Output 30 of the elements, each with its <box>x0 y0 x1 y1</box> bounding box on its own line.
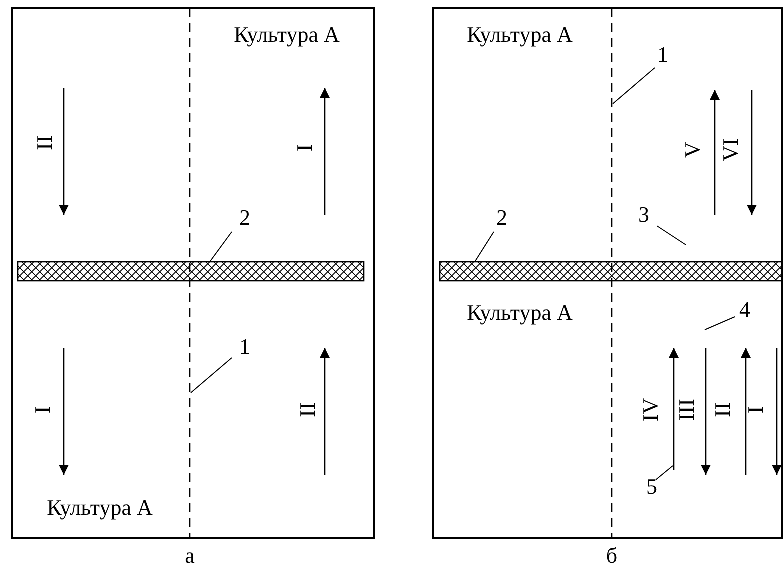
streak-number: I <box>31 406 55 414</box>
hatched-strip <box>439 261 783 282</box>
streak-number: II <box>296 402 320 418</box>
leader-line <box>656 226 686 246</box>
callout-number: 1 <box>658 43 668 67</box>
hatched-strip <box>17 261 365 282</box>
leader-line <box>210 232 232 262</box>
leader-line <box>190 358 232 394</box>
streak-number: V <box>681 142 705 158</box>
streak-number: III <box>675 399 699 421</box>
callout-number: 5 <box>646 475 658 499</box>
callout-number: 2 <box>496 206 508 230</box>
leader-line <box>656 466 674 480</box>
streak-number: VI <box>719 138 743 162</box>
callout-number: 2 <box>240 206 250 230</box>
leader-line <box>612 68 656 104</box>
leader-line <box>704 316 736 330</box>
streak-number: I <box>293 144 317 152</box>
leader-line <box>474 232 494 262</box>
callout-number: 1 <box>240 335 250 359</box>
callout-number: 4 <box>740 298 750 322</box>
callout-number: 3 <box>638 203 650 227</box>
panel-label: а <box>185 544 195 568</box>
streak-number: II <box>711 402 735 418</box>
streak-number: II <box>33 136 57 150</box>
streak-number: IV <box>639 398 663 422</box>
dashed-line <box>189 8 191 538</box>
dashed-line <box>611 8 613 538</box>
streak-number: I <box>744 406 768 414</box>
panel-label: б <box>606 544 618 568</box>
